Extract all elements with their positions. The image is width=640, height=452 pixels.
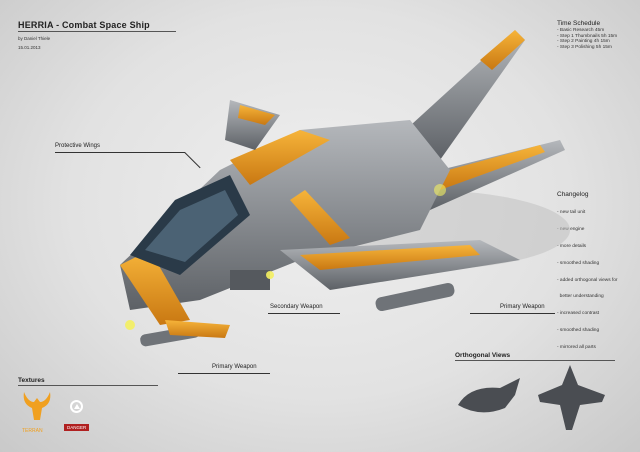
callout-line xyxy=(268,313,340,314)
time-schedule-heading: Time Schedule xyxy=(557,20,601,27)
callout-line xyxy=(470,313,555,314)
terran-label: TERRAN xyxy=(22,428,43,434)
callout-secondary-weapon: Secondary Weapon xyxy=(270,304,323,310)
callout-line xyxy=(55,152,185,153)
date: 15.01.2013 xyxy=(18,45,41,50)
page-title: HERRIA - Combat Space Ship xyxy=(18,20,176,32)
author: by Daniel Thiele xyxy=(18,36,51,41)
terran-emblem-icon xyxy=(23,392,51,420)
list-item: - increased contrast xyxy=(557,311,600,317)
list-item: - added orthogonal views for xyxy=(557,277,618,283)
orthogonal-views-heading: Orthogonal Views xyxy=(455,352,615,361)
danger-triangle-icon xyxy=(70,400,83,413)
list-item: - smoothed shading xyxy=(557,327,600,333)
textures-heading: Textures xyxy=(18,377,158,386)
list-item: - mirrored all parts xyxy=(557,344,596,350)
callout-primary-weapon-left: Primary Weapon xyxy=(212,364,257,370)
list-item: - Step 2 Painting 4h 15m xyxy=(557,39,610,45)
list-item: - Basic Research 45m xyxy=(557,28,605,33)
list-item: better understanding xyxy=(557,294,604,300)
list-item: - smoothed shading xyxy=(557,260,600,266)
time-schedule: Time Schedule - Basic Research 45m - Ste… xyxy=(557,20,617,50)
callout-line xyxy=(178,373,270,374)
changelog-heading: Changelog xyxy=(557,191,589,199)
list-item: - new tail unit xyxy=(557,210,586,216)
callout-protective-wings: Protective Wings xyxy=(55,143,101,149)
list-item: - Step 1 Thumbnails 5h 15m xyxy=(557,33,618,39)
danger-label: DANGER xyxy=(64,424,90,431)
list-item: - Step 3 Polishing 5h 15m xyxy=(557,44,612,50)
callout-primary-weapon-right: Primary Weapon xyxy=(500,304,545,310)
list-item: - more details xyxy=(557,243,587,249)
